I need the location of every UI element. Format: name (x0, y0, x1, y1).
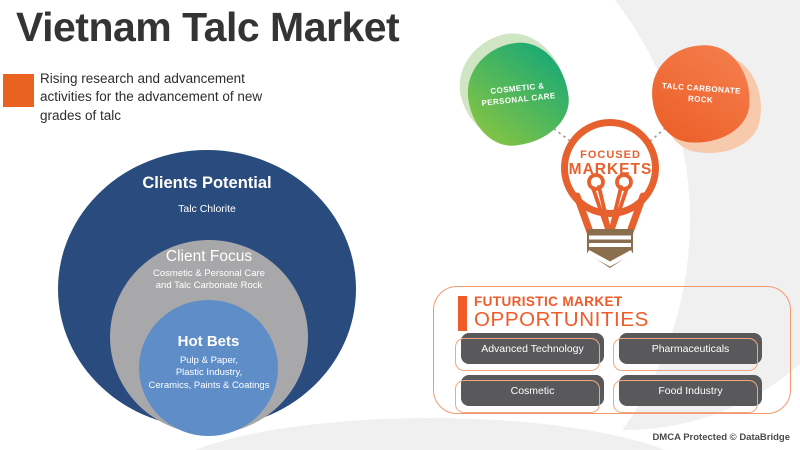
watermark: DMCA Protected © DataBridge (652, 432, 790, 443)
focused-markets-label-top: FOCUSED (580, 149, 641, 161)
opportunity-pill-food-industry: Food Industry (613, 375, 762, 413)
funnel-inner-circle (139, 300, 278, 436)
funnel-outer-detail: Talc Chlorite (178, 203, 236, 215)
opportunities-heading-bottom: OPPORTUNITIES (474, 308, 649, 331)
opportunity-pill-advanced-technology: Advanced Technology (455, 333, 604, 371)
funnel-outer-title: Clients Potential (142, 174, 272, 192)
opportunity-pill-cosmetic: Cosmetic (455, 375, 604, 413)
funnel-inner-detail: Pulp & Paper, Plastic Industry, Ceramics… (148, 355, 270, 391)
opportunity-pill-pharmaceuticals: Pharmaceuticals (613, 333, 762, 371)
funnel-inner-title: Hot Bets (177, 333, 240, 350)
lightbulb-icon: FOCUSED MARKETS (548, 116, 673, 271)
opportunities-panel: FUTURISTIC MARKET OPPORTUNITIES Advanced… (433, 286, 791, 414)
opportunities-heading-top: FUTURISTIC MARKET (474, 294, 623, 309)
funnel-middle-detail: Cosmetic & Personal Care and Talc Carbon… (153, 268, 265, 292)
funnel-middle-title: Client Focus (165, 248, 253, 265)
accent-square (3, 74, 34, 107)
focused-markets-label-bottom: MARKETS (568, 161, 653, 178)
page-title: Vietnam Talc Market (16, 4, 400, 50)
heading-accent-bar (458, 296, 467, 331)
page-subtitle: Rising research and advancement activiti… (40, 71, 263, 123)
